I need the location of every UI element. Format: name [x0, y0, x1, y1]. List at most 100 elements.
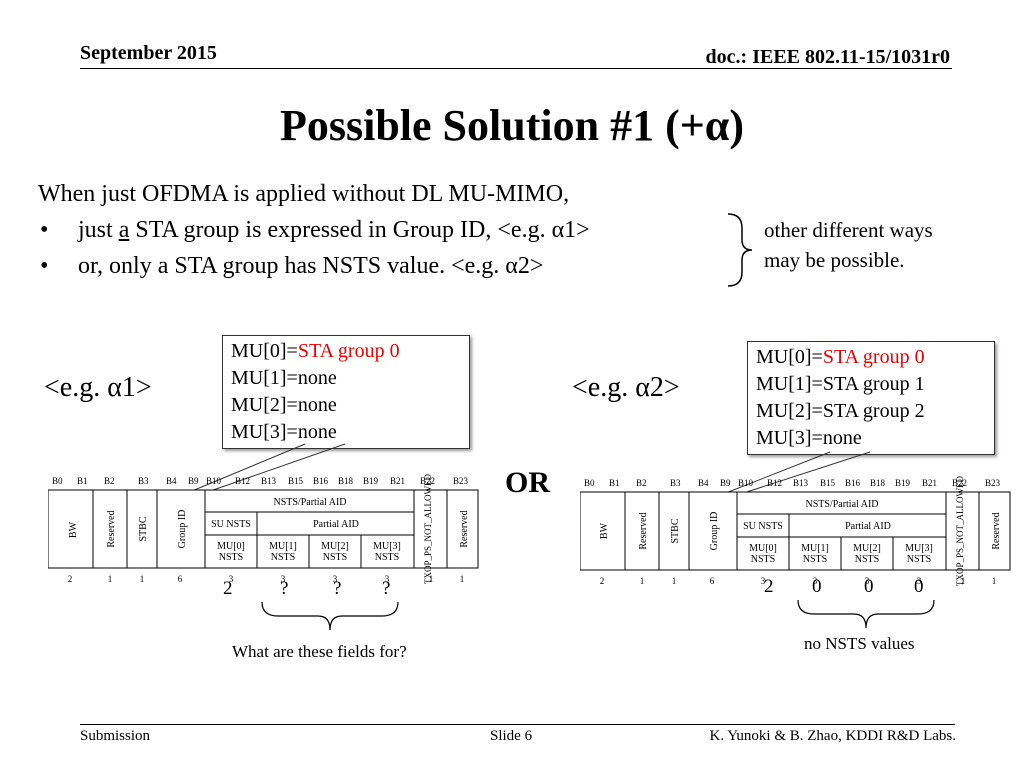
example-1-mu-box: MU[0]=STA group 0 MU[1]=none MU[2]=none …	[222, 335, 470, 449]
bit-label: B21	[390, 476, 405, 486]
bit-label: B15	[288, 476, 304, 486]
bit-label: B18	[870, 478, 886, 488]
bit-label: B9	[188, 476, 199, 486]
example-1-caption: What are these fields for?	[232, 642, 407, 661]
field-width-label: 1	[992, 576, 997, 586]
footer-slide-number: Slide 6	[490, 728, 533, 744]
field-width-label: 3	[281, 574, 286, 584]
header-doc-id: doc.: IEEE 802.11-15/1031r0	[705, 46, 950, 68]
field-width-label: 3	[385, 574, 390, 584]
field-frame	[580, 491, 1011, 571]
footer-submission: Submission	[80, 728, 151, 744]
bit-label: B10	[738, 478, 754, 488]
ex1-value-mu3: ?	[382, 578, 391, 599]
bit-label: B0	[584, 478, 595, 488]
mu-nsts-label: MU[3]NSTS	[905, 543, 933, 565]
ex2-value-mu2: 0	[864, 576, 874, 597]
mu0-value: STA group 0	[822, 346, 925, 368]
field-su-nsts: SU NSTS	[211, 519, 251, 530]
bit-label: B3	[138, 476, 149, 486]
field-bw: BW	[68, 521, 79, 538]
bit-label: B15	[820, 478, 836, 488]
field-width-label: 3	[917, 576, 922, 586]
footer-authors: K. Yunoki & B. Zhao, KDDI R&D Labs.	[709, 728, 956, 744]
field-width-label: 1	[961, 576, 966, 586]
bit-label: B12	[767, 478, 782, 488]
field-width-label: 1	[640, 576, 645, 586]
field-width-label: 3	[761, 576, 766, 586]
or-label: OR	[505, 466, 550, 499]
mu1-line: MU[1]=none	[231, 367, 337, 389]
header-divider	[80, 68, 952, 69]
bit-label: B16	[845, 478, 861, 488]
bullet-symbol: •	[40, 217, 49, 243]
field-width-label: 1	[140, 574, 145, 584]
field-width-label: 3	[813, 576, 818, 586]
field-nsts-partial-aid: NSTS/Partial AID	[805, 499, 878, 510]
field-group-id: Group ID	[709, 512, 720, 551]
mu3-line: MU[3]=none	[756, 427, 862, 449]
field-reserved: Reserved	[106, 510, 117, 547]
side-note-line-2: may be possible.	[764, 248, 905, 272]
mu3-line: MU[3]=none	[231, 421, 337, 443]
example-2-mu-box: MU[0]=STA group 0 MU[1]=STA group 1 MU[2…	[747, 341, 995, 455]
field-width-label: 6	[710, 576, 715, 586]
field-partial-aid: Partial AID	[845, 521, 891, 532]
under-brace-icon-2	[797, 599, 935, 629]
field-reserved-2: Reserved	[459, 510, 470, 547]
mu-nsts-label: MU[0]NSTS	[749, 543, 777, 565]
mu-nsts-label: MU[1]NSTS	[801, 543, 829, 565]
mu-nsts-label: MU[0]NSTS	[217, 541, 245, 563]
footer-divider	[80, 724, 955, 725]
bullet-item-1: • just a STA group is expressed in Group…	[38, 212, 590, 248]
field-group-id: Group ID	[177, 510, 188, 549]
field-width-label: 3	[229, 574, 234, 584]
example-2-caption: no NSTS values	[804, 634, 915, 653]
ex2-value-mu1: 0	[812, 576, 822, 597]
bullet-text-1: just a STA group is expressed in Group I…	[78, 217, 590, 243]
mu2-line: MU[2]=none	[231, 394, 337, 416]
bit-label: B13	[793, 478, 809, 488]
bit-label: B9	[720, 478, 731, 488]
field-txop-ps-not-allowed: TXOP_PS_NOT_ALLOWED	[955, 476, 965, 586]
bullet-symbol: •	[40, 253, 49, 279]
bit-label: B0	[52, 476, 63, 486]
bit-label: B3	[670, 478, 681, 488]
under-brace-icon-1	[261, 601, 399, 631]
bullet-item-2: • or, only a STA group has NSTS value. <…	[38, 248, 590, 284]
field-txop-ps-not-allowed: TXOP_PS_NOT_ALLOWED	[423, 474, 433, 584]
mu-nsts-label: MU[1]NSTS	[269, 541, 297, 563]
intro-text: When just OFDMA is applied without DL MU…	[38, 176, 590, 284]
bit-label: B12	[235, 476, 250, 486]
mu-nsts-label: MU[2]NSTS	[321, 541, 349, 563]
field-width-label: 1	[108, 574, 113, 584]
bit-label: B2	[636, 478, 647, 488]
bit-label: B10	[206, 476, 222, 486]
bit-label: B18	[338, 476, 354, 486]
field-nsts-partial-aid: NSTS/Partial AID	[273, 497, 346, 508]
field-width-label: 2	[600, 576, 605, 586]
field-width-label: 3	[865, 576, 870, 586]
bit-label: B4	[166, 476, 177, 486]
field-reserved: Reserved	[638, 512, 649, 549]
field-frame	[48, 489, 479, 569]
ex2-value-mu0: 2	[764, 576, 774, 597]
field-width-label: 1	[460, 574, 465, 584]
mu0-line: MU[0]=STA group 0	[231, 340, 400, 362]
bit-label: B2	[104, 476, 115, 486]
ex1-value-mu2: ?	[333, 578, 342, 599]
field-width-label: 1	[672, 576, 677, 586]
bit-label: B1	[77, 476, 88, 486]
bit-label: B4	[698, 478, 709, 488]
header-date: September 2015	[80, 42, 217, 64]
example-1-label: <e.g. α1>	[44, 372, 152, 403]
field-width-label: 1	[429, 574, 434, 584]
mu0-value: STA group 0	[297, 340, 400, 362]
mu0-line: MU[0]=STA group 0	[756, 346, 925, 368]
bit-label: B19	[895, 478, 911, 488]
underlined-word: a	[118, 217, 130, 243]
mu1-line: MU[1]=STA group 1	[756, 373, 925, 395]
mu-nsts-label: MU[2]NSTS	[853, 543, 881, 565]
